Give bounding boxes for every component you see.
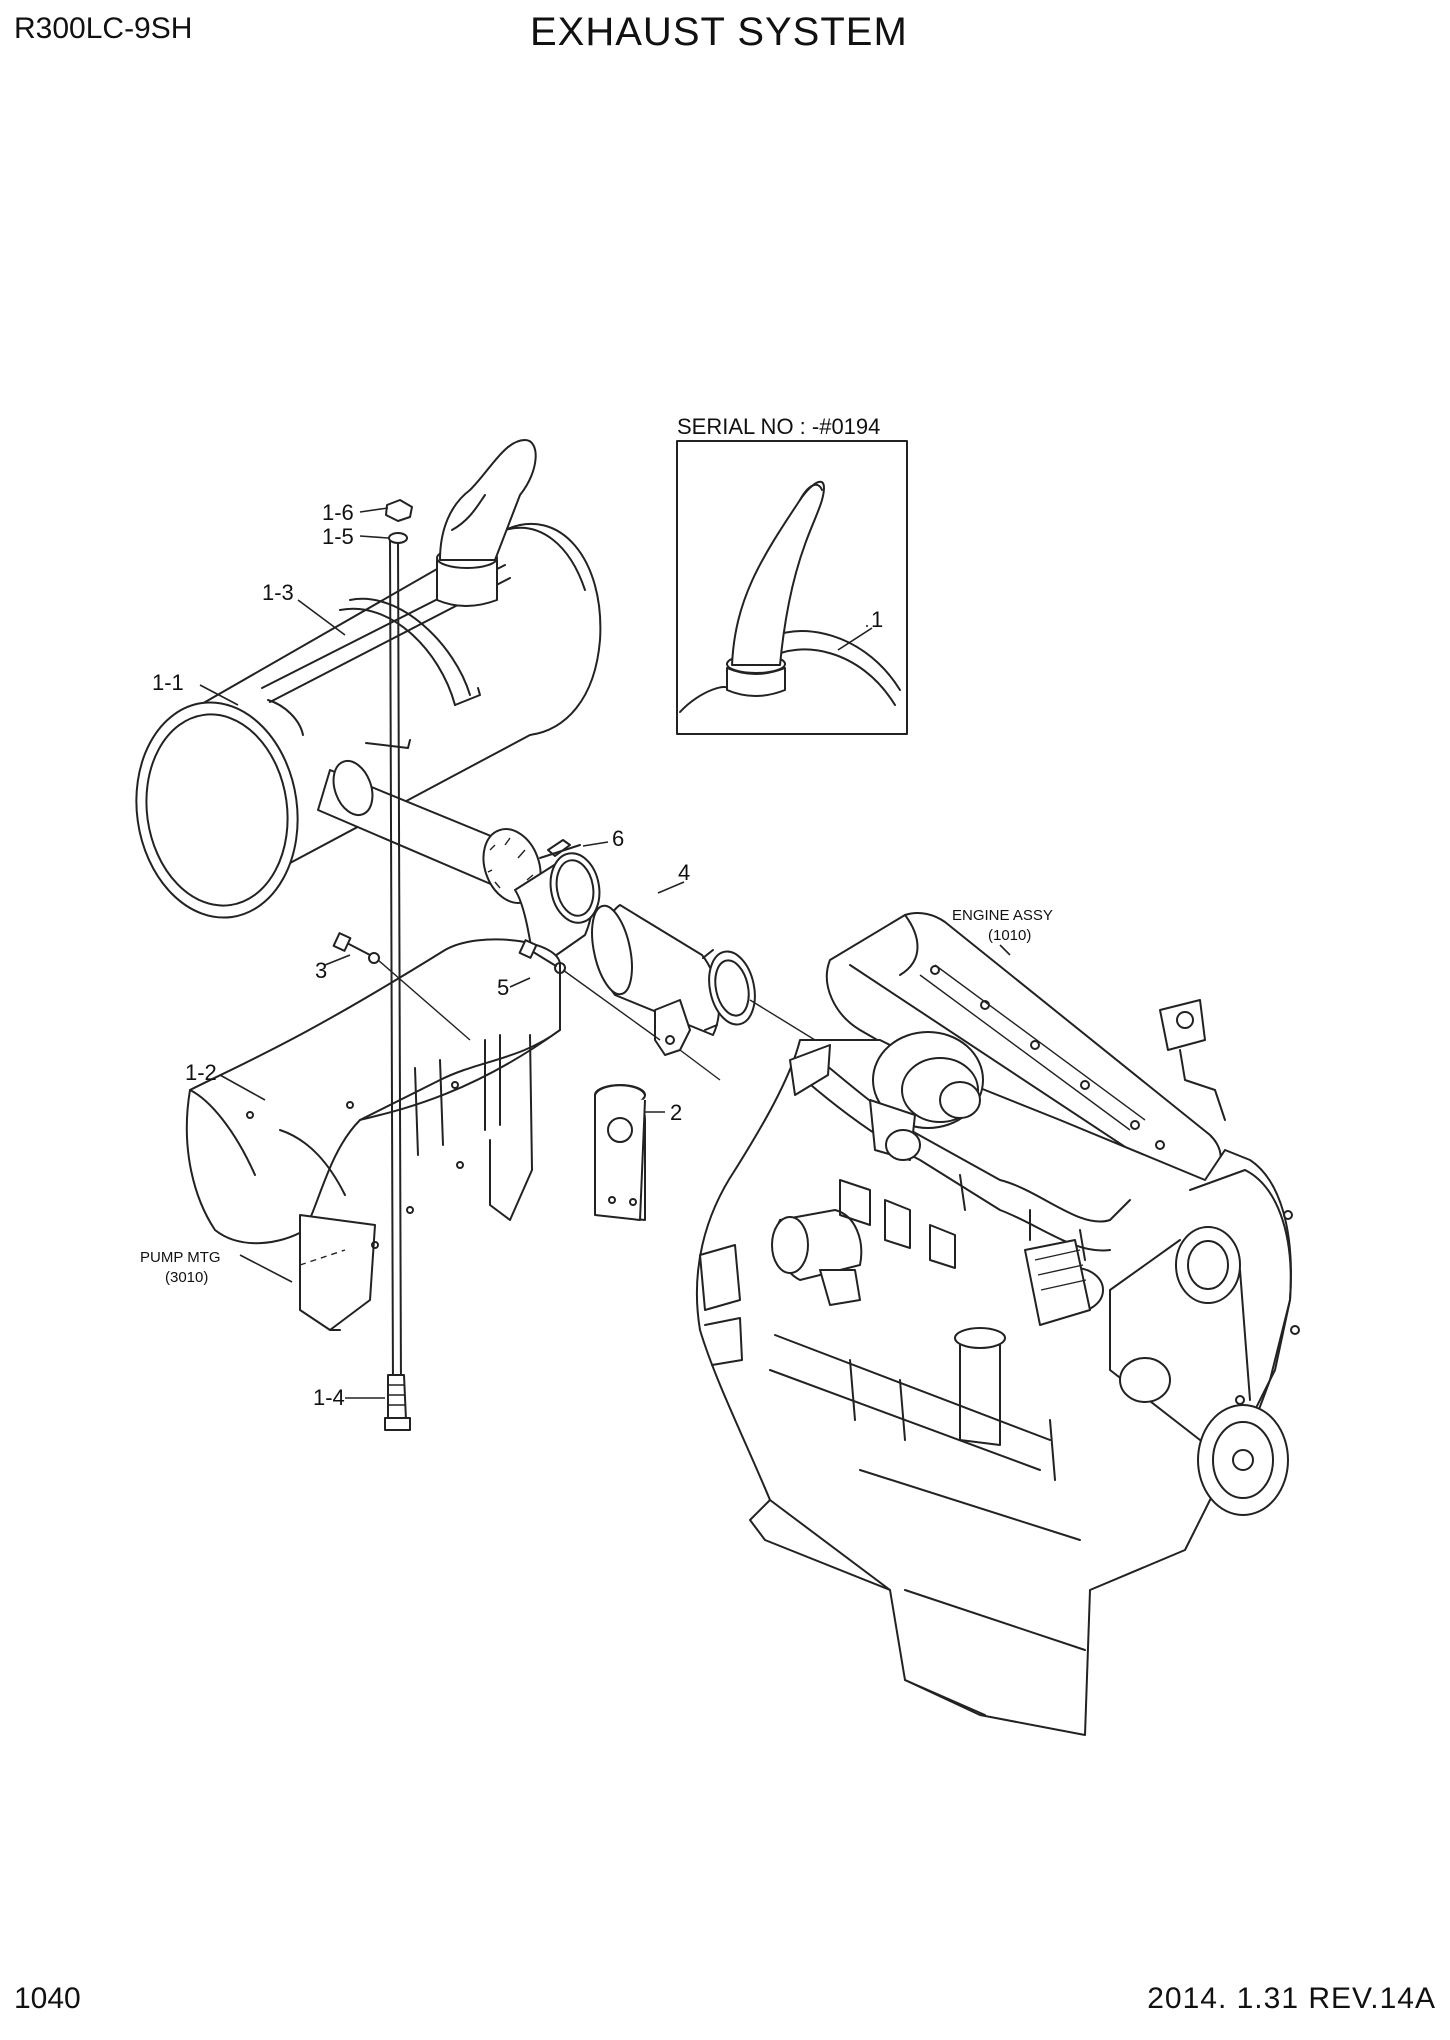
callout-4: 4 [678,860,690,885]
callout-1-1: 1-1 [152,670,184,695]
page-number: 1040 [14,1982,81,2015]
inset-frame [676,440,908,735]
callout-2: 2 [670,1100,682,1125]
pump-mtg-label: PUMP MTG [140,1249,221,1266]
engine-assy-label: ENGINE ASSY [952,907,1053,924]
callout-3: 3 [315,958,327,983]
pump-mtg-code: (3010) [165,1269,208,1286]
support-plate [594,1084,646,1221]
callout-1-4: 1-4 [313,1385,345,1410]
page-title: EXHAUST SYSTEM [530,10,908,54]
engine-assy-code: (1010) [988,927,1031,944]
bolt-5 [518,939,661,1041]
revision-date: 2014. 1.31 REV.14A [1147,1982,1436,2015]
inset-callout-1: 1 [871,607,883,632]
serial-inset: SERIAL NO : -#0194 1 [676,414,908,735]
inset-stack-drawing [679,480,901,713]
callout-1-2: 1-2 [185,1060,217,1085]
clamp [514,839,601,971]
tail-pipe [591,904,881,1081]
muffler [135,439,602,919]
model-name: R300LC-9SH [14,12,193,45]
bolt-3 [332,932,471,1041]
engine-assembly [695,912,1300,1736]
inset-caption: SERIAL NO : -#0194 [677,414,880,439]
callout-leaders [199,507,1011,1399]
callout-1-6: 1-6 [322,500,354,525]
mounting-bracket [185,938,561,1331]
mounting-rod [384,499,413,1431]
callout-1-5: 1-5 [322,524,354,549]
callout-6: 6 [612,826,624,851]
callout-5: 5 [497,975,509,1000]
callout-1-3: 1-3 [262,580,294,605]
